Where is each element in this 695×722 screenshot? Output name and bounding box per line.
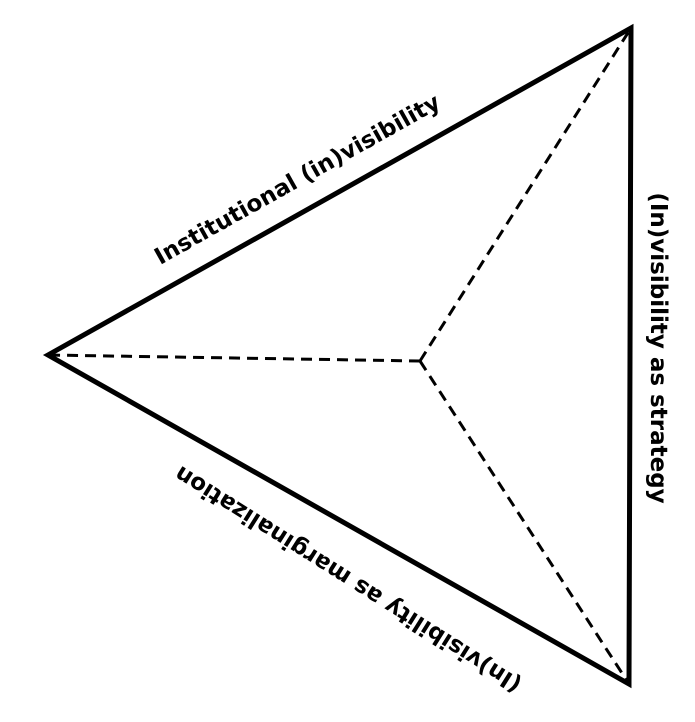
- label-top-edge: Institutional (in)visibility: [150, 89, 445, 270]
- label-bottom-edge: (In)visibility as marginalization: [170, 460, 526, 698]
- label-right-edge: (In)visibility as strategy: [645, 192, 671, 503]
- outer-triangle: [42, 23, 634, 689]
- spoke-to-bottom-vertex: [418, 360, 631, 685]
- spoke-to-left-vertex: [47, 353, 421, 363]
- spoke-to-top-vertex: [418, 27, 633, 362]
